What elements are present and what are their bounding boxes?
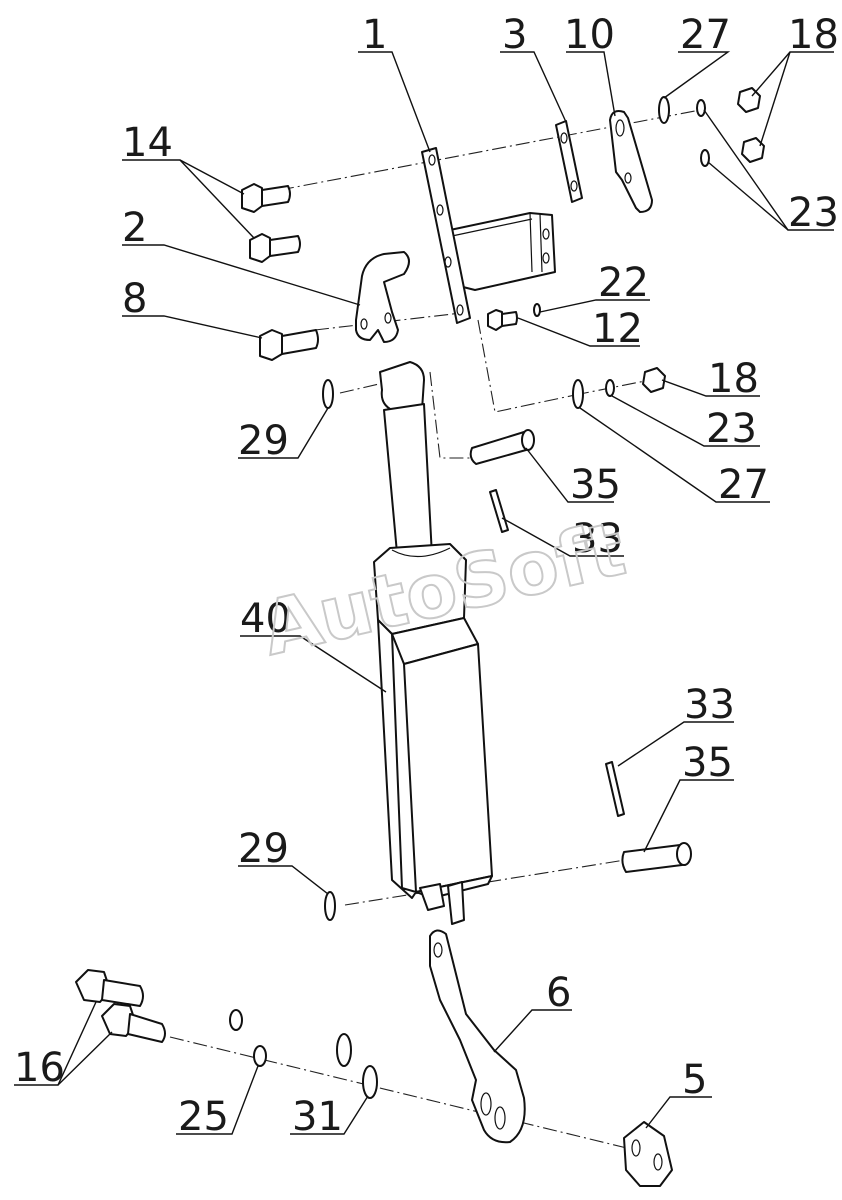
part-number-labels: 1 3 10 27 18 14 23 2 22 8 12 18 29 23 35…	[14, 12, 839, 1140]
label-22: 22	[598, 260, 649, 306]
part-12-bolt	[487, 309, 518, 331]
part-14-bolts	[241, 183, 301, 263]
label-33-bottom: 33	[684, 682, 735, 728]
label-25: 25	[178, 1094, 229, 1140]
part-8-bolt	[259, 329, 319, 361]
label-2: 2	[122, 205, 147, 251]
part-3-plate	[555, 120, 583, 203]
part-27-washer-mid	[572, 379, 584, 409]
part-33-cotter-pin-bottom	[605, 761, 625, 817]
part-6-lever	[429, 929, 526, 1144]
label-35-top: 35	[570, 462, 621, 508]
part-29-washer-top	[322, 379, 334, 409]
leader-lines	[14, 51, 834, 1135]
part-5-block	[623, 1121, 673, 1187]
label-10: 10	[564, 12, 615, 58]
label-40: 40	[240, 596, 291, 642]
part-1-bracket	[421, 147, 556, 324]
part-35-pin-top	[469, 429, 535, 465]
label-12: 12	[592, 306, 643, 352]
label-35-bottom: 35	[682, 740, 733, 786]
label-27-mid: 27	[718, 462, 769, 508]
part-25-spring-washers	[229, 1009, 267, 1067]
label-23-mid: 23	[706, 406, 757, 452]
part-16-bolts	[75, 969, 166, 1043]
part-23-spring-washers	[696, 99, 710, 167]
part-40-actuator	[373, 361, 493, 925]
part-2-bracket	[355, 251, 410, 343]
label-31: 31	[292, 1094, 343, 1140]
label-29-top: 29	[238, 418, 289, 464]
part-22-washer	[533, 303, 541, 317]
part-23-spring-washer-mid	[605, 379, 615, 397]
label-14: 14	[122, 120, 173, 166]
label-18-top: 18	[788, 12, 839, 58]
label-1: 1	[362, 12, 387, 58]
label-23-top: 23	[788, 190, 839, 236]
label-16: 16	[14, 1045, 65, 1091]
part-18-nut-mid	[642, 367, 666, 393]
label-8: 8	[122, 276, 147, 322]
label-5: 5	[682, 1057, 707, 1103]
label-29-bottom: 29	[238, 826, 289, 872]
part-31-washers	[336, 1033, 378, 1099]
part-35-pin-bottom	[621, 842, 692, 873]
part-27-washer-top	[658, 96, 670, 124]
part-18-nuts-top	[737, 87, 765, 163]
part-33-cotter-pin-top	[489, 489, 509, 533]
part-29-washer-bottom	[324, 891, 336, 921]
label-33-top: 33	[572, 516, 623, 562]
label-6: 6	[546, 970, 571, 1016]
label-27-top: 27	[680, 12, 731, 58]
part-10-lever	[609, 110, 653, 213]
label-18-mid: 18	[708, 356, 759, 402]
label-3: 3	[502, 12, 527, 58]
